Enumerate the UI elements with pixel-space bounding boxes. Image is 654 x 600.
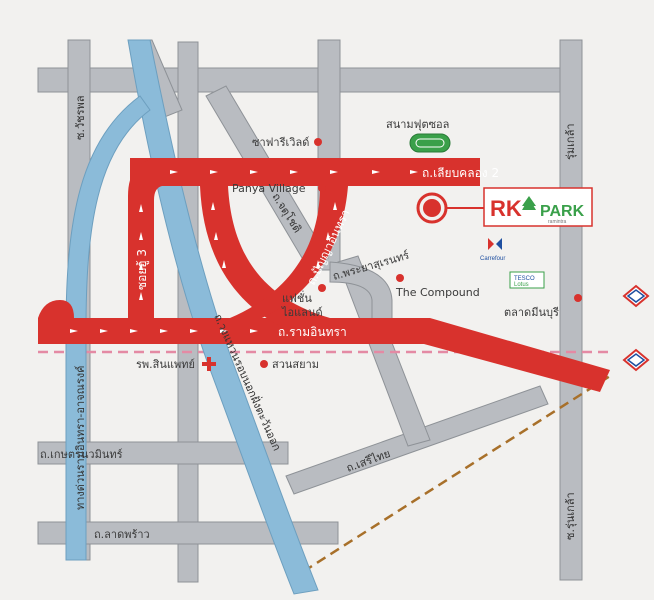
route-ramintra xyxy=(38,318,610,392)
dot-compound xyxy=(396,274,404,282)
route-vibhavadi-link xyxy=(200,186,330,344)
label-romklao-soi: ซ.รุ่นเกล้า xyxy=(564,492,577,540)
route-arrows xyxy=(70,170,418,333)
arrows-ramintra xyxy=(70,329,258,333)
tesco-logo xyxy=(509,271,545,289)
station-icon-1 xyxy=(622,284,650,308)
main-routes xyxy=(38,158,610,392)
label-safari: ซาฟารีเวิลด์ xyxy=(252,136,309,149)
label-kaset-nawamin: ถ.เกษตรนวมินทร์ xyxy=(40,448,123,461)
logo-sub: ramintra xyxy=(548,219,567,225)
dot-fashion-island xyxy=(318,284,326,292)
label-carrefour: Carrefour xyxy=(480,256,505,262)
label-soi: ซอยอู้ 3 xyxy=(135,249,150,290)
expressway-ramindra-at-narong xyxy=(65,95,151,561)
label-fashion-2: ไอแลนด์ xyxy=(281,306,323,319)
label-stadium: สนามฟุตซอล xyxy=(386,118,449,131)
carrefour-icon xyxy=(488,238,502,250)
label-lat-phrao: ถ.ลาดพร้าว xyxy=(94,528,150,541)
label-lieb-klong2: ถ.เลียบคลอง 2 xyxy=(422,166,499,180)
route-lieb-klong2 xyxy=(130,158,480,186)
road-top-horizontal xyxy=(37,67,571,93)
project-logo-box xyxy=(483,187,593,227)
tree-icon xyxy=(522,196,536,210)
label-compound: The Compound xyxy=(395,286,480,299)
landmark-dots xyxy=(260,138,582,368)
label-tesco-1: TESCO xyxy=(514,276,535,282)
dot-minburi-market xyxy=(574,294,582,302)
label-ramintra: ถ.รามอินทรา xyxy=(278,325,347,339)
label-siam-park: สวนสยาม xyxy=(272,358,319,371)
dot-siam-park xyxy=(260,360,268,368)
dot-safari xyxy=(314,138,322,146)
label-tesco-2: Lotus xyxy=(514,282,529,288)
dot-panya-village xyxy=(318,184,326,192)
route-soi-vertical xyxy=(128,158,170,320)
label-panya-village: Panya Village xyxy=(232,182,306,195)
label-hospital: รพ.สินแพทย์ xyxy=(136,358,195,371)
route-ramintra-west xyxy=(38,300,74,344)
label-watcharaphon: ซ.วัชรพล xyxy=(74,95,87,140)
hospital-icon xyxy=(202,357,216,371)
road-lat-phrao xyxy=(37,521,339,545)
label-romklao: รุ่มเกล้า xyxy=(564,124,577,161)
label-fashion-1: แฟชั่น xyxy=(282,290,312,305)
arrows-lieb-klong2 xyxy=(170,170,418,174)
station-icon-2 xyxy=(622,348,650,372)
road-romklao xyxy=(559,39,583,581)
project-marker xyxy=(416,192,484,224)
route-panyaintra xyxy=(230,186,348,318)
stadium-field xyxy=(415,138,445,148)
logo-rk: RK xyxy=(490,196,522,221)
logo-park: PARK xyxy=(540,203,585,220)
road-kaset-nawamin xyxy=(37,441,289,465)
label-minburi-market: ตลาดมีนบุรี xyxy=(504,306,559,319)
label-ramindra-at-narong: ทางด่วนรามอินทรา-อาจณรงค์ xyxy=(74,366,87,510)
